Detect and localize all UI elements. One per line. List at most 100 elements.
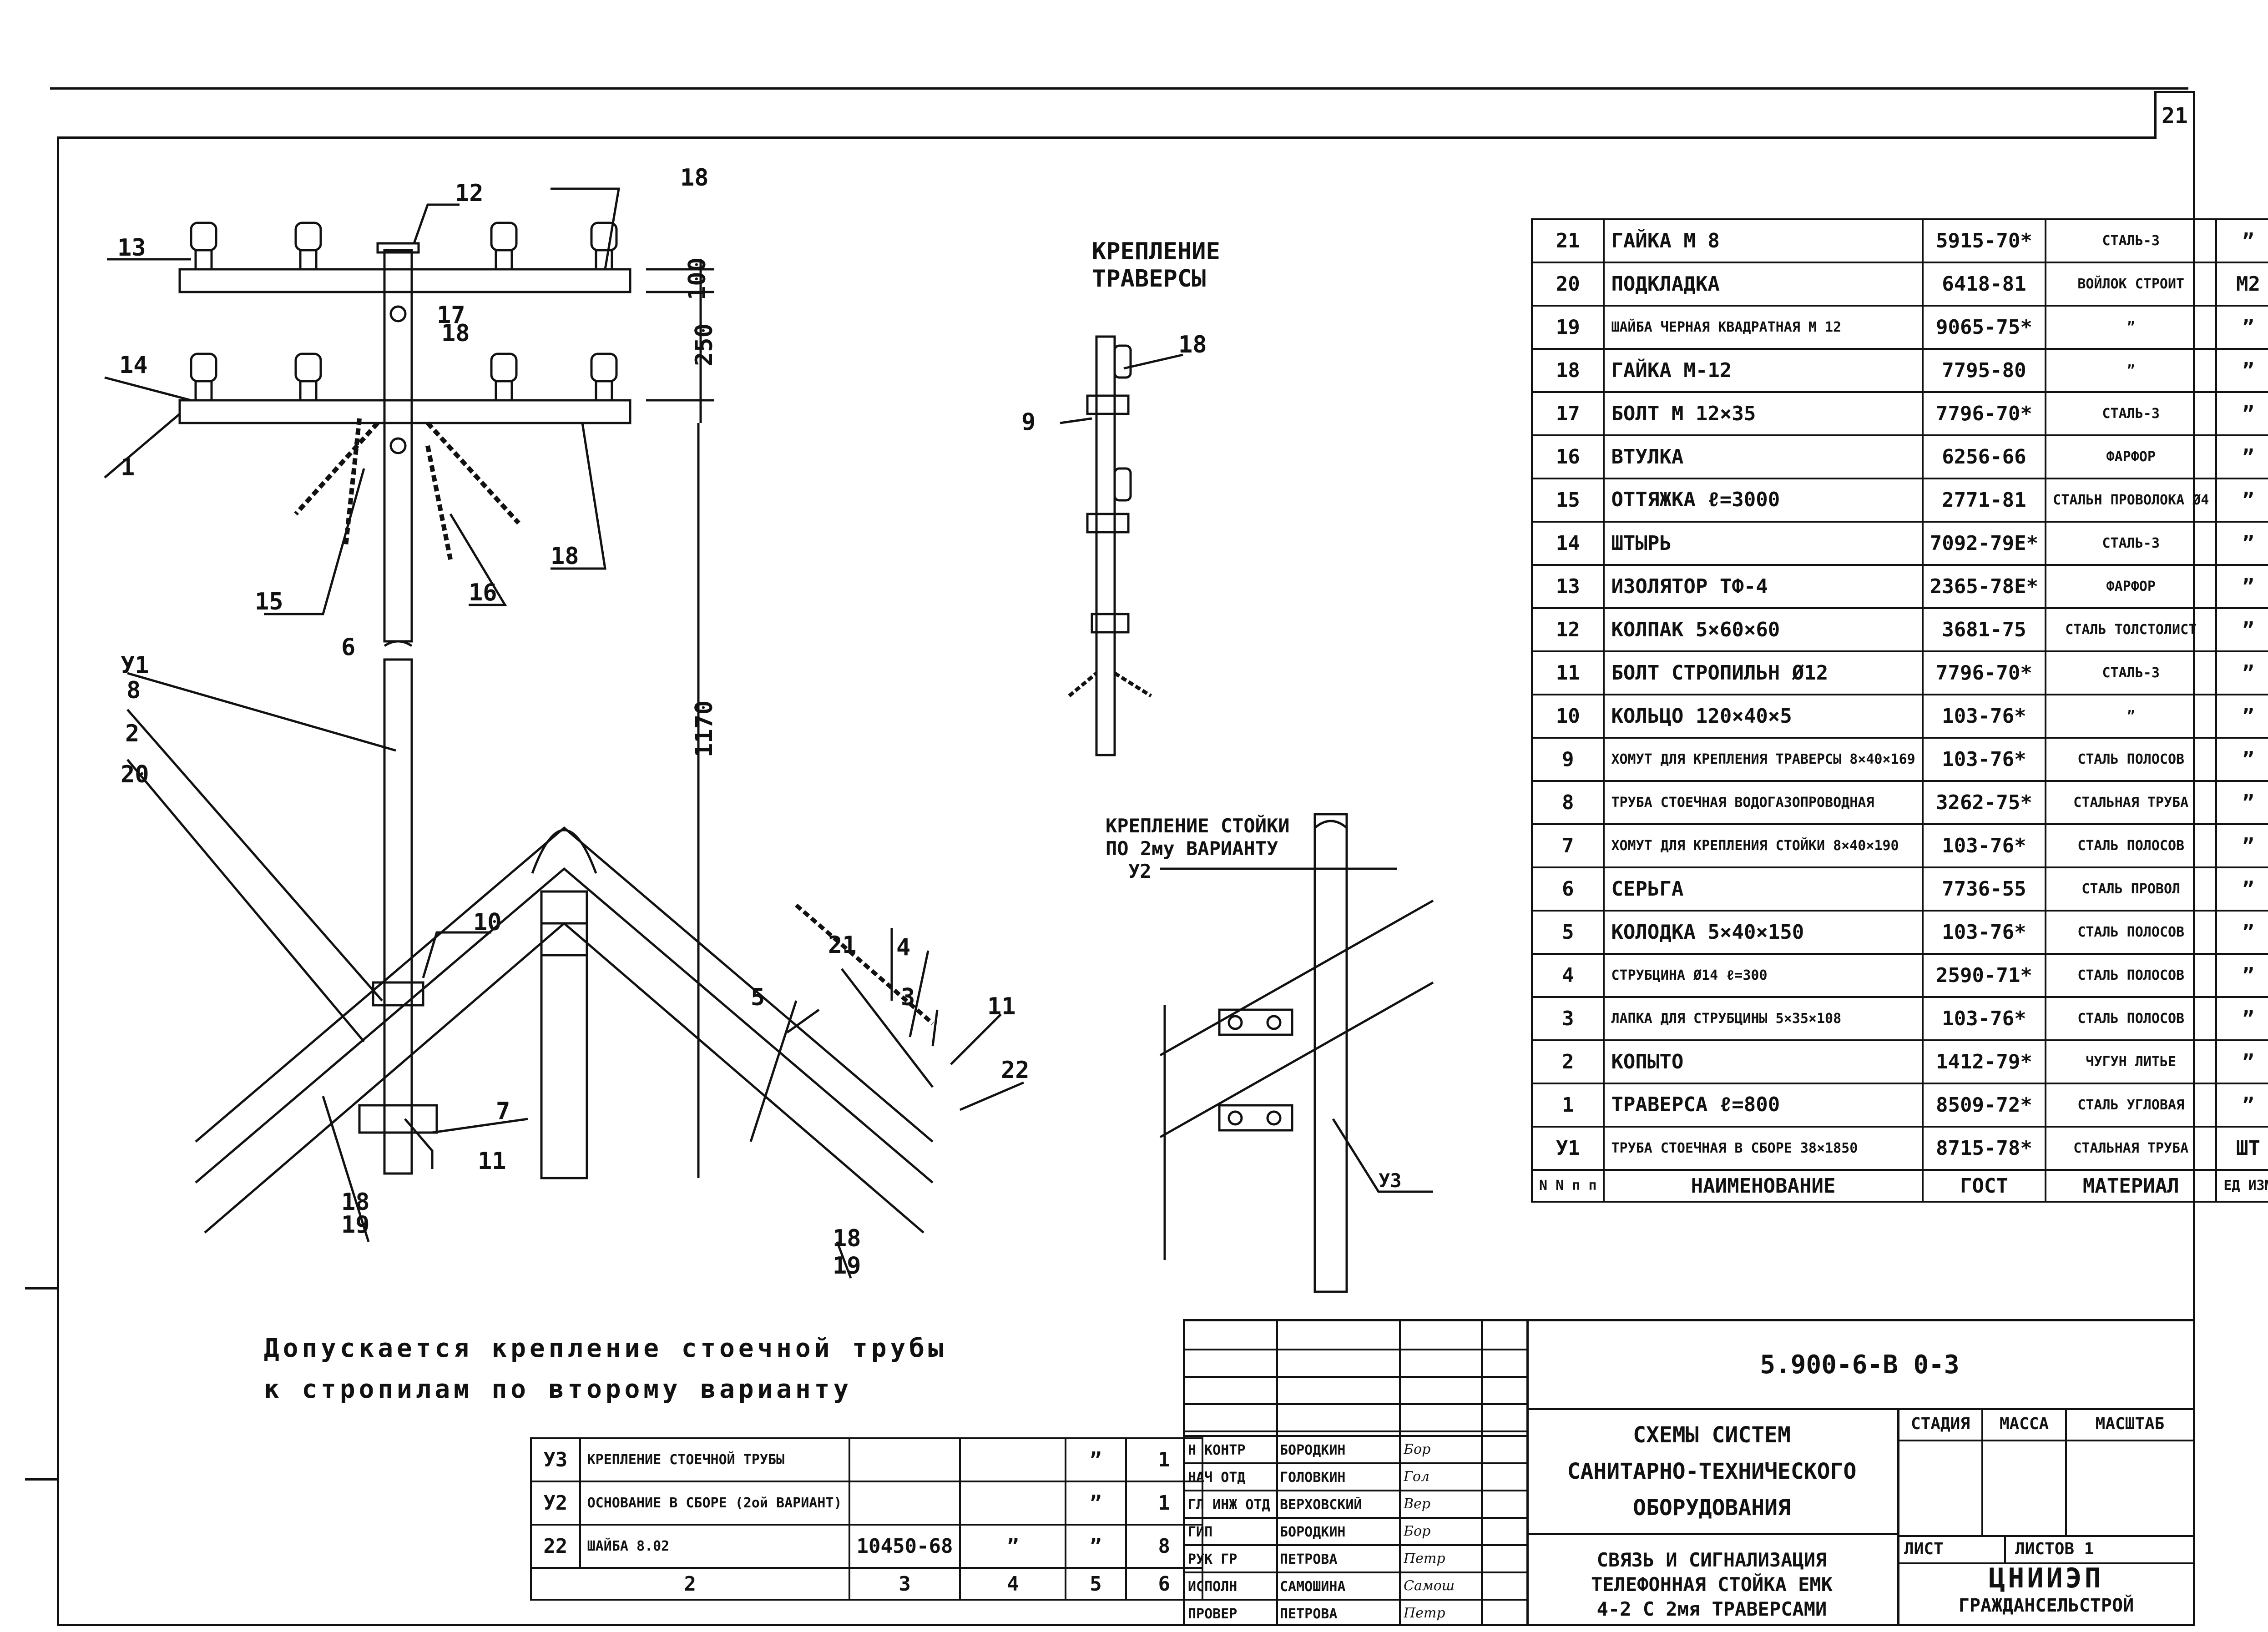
spec-cell: 103-76* <box>1921 737 2047 782</box>
callout-16: 16 <box>469 579 497 606</box>
spec-cell: ” <box>2215 996 2268 1041</box>
callout-21: 21 <box>828 932 857 959</box>
spec-cell: БОЛТ М 12×35 <box>1603 391 1924 436</box>
spec-cell: 17 <box>1531 391 1605 436</box>
spec-cell: ” <box>2045 305 2217 350</box>
signer-role: ГИП <box>1188 1524 1213 1540</box>
spec-cell: 2771-81 <box>1921 478 2047 523</box>
signer-signature: Петр <box>1404 1551 1445 1567</box>
title-line-2: САНИТАРНО-ТЕХНИЧЕСКОГО <box>1567 1459 1857 1484</box>
spec-cell: ЧУГУН ЛИТЬЕ <box>2045 1039 2217 1084</box>
spec-cell: ФАРФОР <box>2045 564 2217 609</box>
detail-callout-18: 18 <box>1178 331 1207 358</box>
small-spec-cell: У3 <box>530 1437 581 1482</box>
spec-cell: ” <box>2215 823 2268 868</box>
spec-header-cell: ГОСТ <box>1921 1169 2047 1203</box>
callout-11a: 11 <box>478 1148 506 1175</box>
spec-cell: 4 <box>1531 953 1605 998</box>
dim-1170: 1170 <box>691 700 718 757</box>
dim-250: 250 <box>691 323 718 366</box>
spec-cell: 103-76* <box>1921 694 2047 739</box>
insulator-icon <box>190 222 618 402</box>
spec-cell: ” <box>2215 780 2268 825</box>
spec-cell: ” <box>2215 434 2268 479</box>
frame-top-line <box>57 136 2154 139</box>
spec-cell: 7092-79Е* <box>1921 521 2047 566</box>
side-mark-1 <box>25 1287 57 1289</box>
spec-cell: ОТТЯЖКА ℓ=3000 <box>1603 478 1924 523</box>
doc-title: СХЕМЫ СИСТЕМ САНИТАРНО-ТЕХНИЧЕСКОГО ОБОР… <box>1526 1408 1899 1535</box>
spec-cell: ШАЙБА ЧЕРНАЯ КВАДРАТНАЯ М 12 <box>1603 305 1924 350</box>
spec-cell: М2 <box>2215 262 2268 307</box>
spec-cell: ГАЙКА М-12 <box>1603 348 1924 393</box>
spec-cell: 13 <box>1531 564 1605 609</box>
callout-3: 3 <box>901 984 915 1011</box>
main-drawing: 13 12 18 100 17 18 250 14 1 15 16 18 6 1… <box>68 150 1434 1293</box>
top-border-line <box>50 87 2188 90</box>
spec-cell: ” <box>2215 348 2268 393</box>
spec-cell: ТРАВЕРСА ℓ=800 <box>1603 1083 1924 1128</box>
small-spec-cell: ” <box>959 1524 1067 1569</box>
spec-cell: 8715-78* <box>1921 1126 2047 1171</box>
spec-cell: 3 <box>1531 996 1605 1041</box>
spec-cell: ХОМУТ ДЛЯ КРЕПЛЕНИЯ СТОЙКИ 8×40×190 <box>1603 823 1924 868</box>
detail-callout-9: 9 <box>1021 408 1036 436</box>
spec-cell: 7795-80 <box>1921 348 2047 393</box>
spec-cell: 16 <box>1531 434 1605 479</box>
spec-cell: 18 <box>1531 348 1605 393</box>
spec-cell: ” <box>2215 866 2268 912</box>
page-number-box: 21 <box>2154 91 2195 139</box>
small-spec-footer-cell: 3 <box>848 1567 961 1601</box>
spec-cell: ШТЫРЬ <box>1603 521 1924 566</box>
spec-cell: СТАЛЬН ПРОВОЛОКА Ø4 <box>2045 478 2217 523</box>
signer-role: Н КОНТР <box>1188 1442 1246 1458</box>
doc-code: 5.900-6-В 0-3 <box>1760 1350 1960 1380</box>
signer-signature: Гол <box>1404 1469 1430 1485</box>
spec-cell: 3262-75* <box>1921 780 2047 825</box>
subtitle-line-2: ТЕЛЕФОННАЯ СТОЙКА ЕМК <box>1591 1573 1833 1596</box>
spec-cell: ” <box>2215 650 2268 695</box>
spec-cell: ШТ <box>2215 1126 2268 1171</box>
small-spec-cell: ” <box>1065 1524 1127 1569</box>
spec-cell: 8 <box>1531 780 1605 825</box>
spec-cell: 8509-72* <box>1921 1083 2047 1128</box>
small-spec-cell: ” <box>1065 1481 1127 1526</box>
callout-14: 14 <box>119 352 148 379</box>
org-line-1: ЦНИИЭП <box>1989 1562 2104 1594</box>
small-spec-cell <box>848 1481 961 1526</box>
signer-name: САМОШИНА <box>1280 1579 1346 1595</box>
spec-cell: СТАЛЬ-3 <box>2045 521 2217 566</box>
detail-stand-code: У2 <box>1128 860 1152 882</box>
signer-signature: Бор <box>1404 1523 1431 1539</box>
spec-cell: 2365-78Е* <box>1921 564 2047 609</box>
small-spec-cell <box>959 1481 1067 1526</box>
detail-stand-title-1: КРЕПЛЕНИЕ СТОЙКИ <box>1106 814 1290 837</box>
doc-code-cell: 5.900-6-В 0-3 <box>1526 1321 2193 1410</box>
callout-5: 5 <box>751 984 765 1011</box>
spec-cell: 6418-81 <box>1921 262 2047 307</box>
spec-cell: ” <box>2215 737 2268 782</box>
spec-cell: ” <box>2045 694 2217 739</box>
spec-cell: ФАРФОР <box>2045 434 2217 479</box>
spec-header-cell: МАТЕРИАЛ <box>2045 1169 2217 1203</box>
spec-cell: СТРУБЦИНА Ø14 ℓ=300 <box>1603 953 1924 998</box>
callout-19a: 19 <box>341 1211 370 1239</box>
spec-cell: ЛАПКА ДЛЯ СТРУБЦИНЫ 5×35×108 <box>1603 996 1924 1041</box>
sheet-label: ЛИСТ <box>1899 1535 2006 1562</box>
note-line-2: к стропилам по второму варианту <box>264 1375 853 1404</box>
